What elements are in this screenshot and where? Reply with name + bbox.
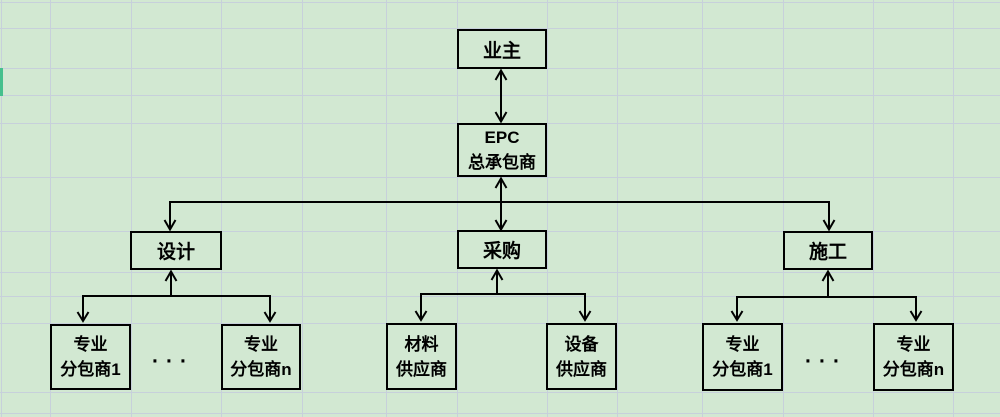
node-equipment-supplier[interactable]: 设备 供应商 <box>546 323 617 390</box>
node-construction[interactable]: 施工 <box>783 231 873 270</box>
arrowhead-down-icon <box>822 219 836 232</box>
edge-branch-rail <box>169 201 830 229</box>
node-design-subcontractor-1[interactable]: 专业 分包商1 <box>50 324 131 390</box>
node-procurement[interactable]: 采购 <box>457 230 547 269</box>
edge-design-subs <box>82 272 271 320</box>
arrowhead-up-icon <box>494 176 508 189</box>
arrowhead-up-icon <box>164 269 178 282</box>
node-construction-subcontractor-n[interactable]: 专业 分包商n <box>873 323 954 391</box>
edge-construction-subs <box>736 272 917 319</box>
ellipsis-right: ··· <box>805 350 847 373</box>
node-epc-general-contractor[interactable]: EPC 总承包商 <box>457 123 547 177</box>
edge-procurement-suppliers <box>420 271 586 319</box>
arrowhead-down-icon <box>730 310 744 322</box>
arrowhead-down-icon <box>909 310 923 322</box>
arrowhead-up-icon <box>494 68 508 81</box>
arrowhead-down-icon <box>494 111 508 124</box>
node-design[interactable]: 设计 <box>130 231 222 270</box>
arrowhead-down-icon <box>76 311 90 323</box>
arrowhead-down-icon <box>578 310 592 322</box>
arrowhead-down-icon <box>414 310 428 322</box>
node-design-subcontractor-n[interactable]: 专业 分包商n <box>221 324 301 390</box>
ellipsis-left: ··· <box>152 350 194 373</box>
arrowhead-up-icon <box>490 268 504 281</box>
selection-strip <box>0 68 3 96</box>
node-owner[interactable]: 业主 <box>457 29 547 69</box>
arrowhead-up-icon <box>821 269 835 282</box>
arrowhead-down-icon <box>163 219 177 232</box>
node-construction-subcontractor-1[interactable]: 专业 分包商1 <box>702 323 783 391</box>
arrowhead-down-icon <box>263 311 277 323</box>
node-material-supplier[interactable]: 材料 供应商 <box>386 323 457 390</box>
arrowhead-down-icon <box>494 219 508 232</box>
